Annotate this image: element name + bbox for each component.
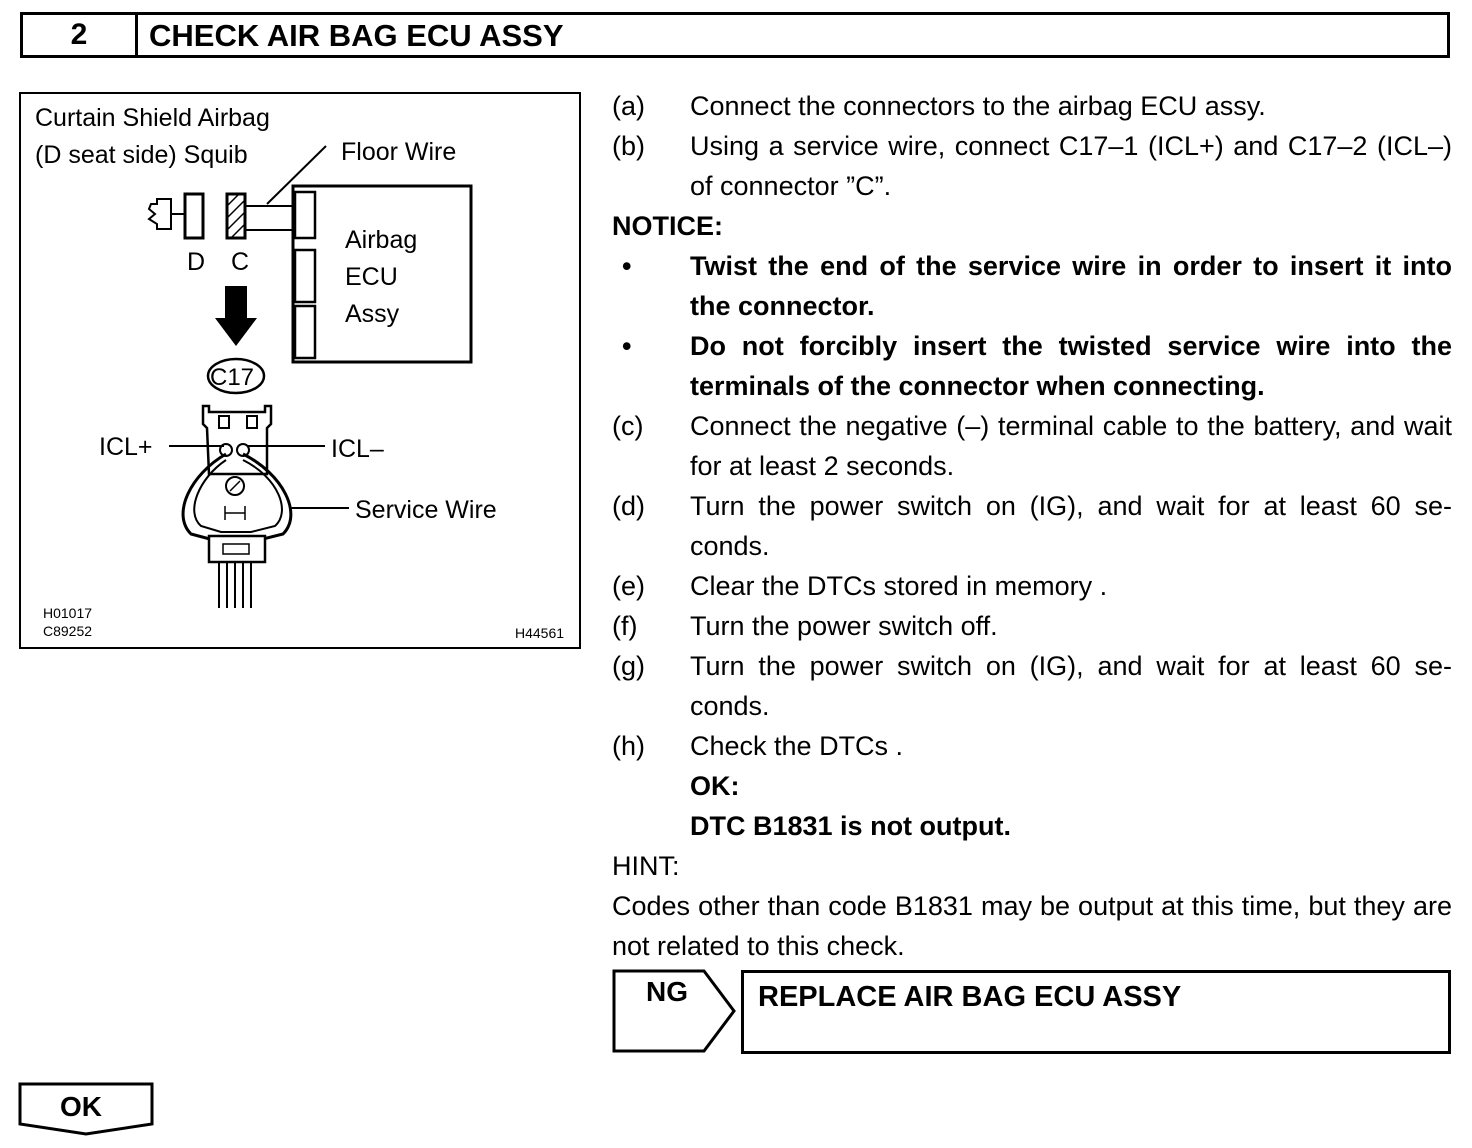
step-text: Turn the power switch on (IG), and wait … [690, 651, 1452, 721]
step-label: (d) [612, 491, 645, 521]
connector-c-label: C [231, 248, 249, 276]
step-c: (c) Connect the negative (–) terminal ca… [612, 406, 1452, 486]
step-text: Clear the DTCs stored in memory . [690, 571, 1108, 601]
step-label: (h) [612, 731, 645, 761]
ref-code-1: H01017 [43, 605, 92, 621]
squib-label-line2: (D seat side) Squib [35, 141, 248, 169]
ng-action-box: REPLACE AIR BAG ECU ASSY [741, 970, 1451, 1054]
ng-action-text: REPLACE AIR BAG ECU ASSY [758, 981, 1182, 1013]
floor-wire-label: Floor Wire [341, 138, 456, 166]
ref-code-3: H44561 [515, 625, 564, 641]
ref-code-2: C89252 [43, 623, 92, 639]
step-label: (c) [612, 411, 644, 441]
step-b: (b) Using a service wire, connect C17–1 … [612, 126, 1452, 206]
bullet: • [622, 331, 632, 361]
ecu-label-line2: ECU [345, 263, 398, 291]
connector-id-label: C17 [210, 364, 254, 391]
step-label: (e) [612, 571, 645, 601]
icl-plus-label: ICL+ [99, 433, 153, 461]
notice-item: • Do not forcibly insert the twisted ser… [612, 326, 1452, 406]
step-label: (b) [612, 131, 645, 161]
step-g: (g) Turn the power switch on (IG), and w… [612, 646, 1452, 726]
step-text: Connect the negative (–) terminal cable … [690, 411, 1452, 481]
step-label: (a) [612, 91, 645, 121]
step-text: Turn the power switch on (IG), and wait … [690, 491, 1452, 561]
step-number: 2 [23, 15, 138, 55]
step-text: Using a service wire, connect C17–1 (ICL… [690, 131, 1452, 201]
notice-title: NOTICE: [612, 211, 723, 241]
squib-label-line1: Curtain Shield Airbag [35, 104, 270, 132]
hint-text: Codes other than code B1831 may be outpu… [612, 891, 1452, 961]
ok-label: OK [60, 1091, 102, 1122]
icl-minus-label: ICL– [331, 435, 384, 463]
step-text: Turn the power switch off. [690, 611, 998, 641]
ecu-label-line3: Assy [345, 300, 400, 328]
notice-item: • Twist the end of the service wire in o… [612, 246, 1452, 326]
hint-title: HINT: [612, 851, 680, 881]
step-f: (f) Turn the power switch off. [612, 606, 1452, 646]
step-h: (h) Check the DTCs . [612, 726, 1452, 766]
ecu-label-line1: Airbag [345, 226, 417, 254]
connector-d-label: D [187, 248, 205, 276]
step-title: CHECK AIR BAG ECU ASSY [149, 18, 564, 53]
step-e: (e) Clear the DTCs stored in memory . [612, 566, 1452, 606]
step-text: Connect the connectors to the airbag ECU… [690, 91, 1266, 121]
step-text: Check the DTCs . [690, 731, 904, 761]
connector-diagram: Curtain Shield Airbag (D seat side) Squi… [19, 92, 581, 649]
procedure-steps: (a) Connect the connectors to the airbag… [612, 86, 1452, 966]
ng-label: NG [646, 976, 688, 1007]
step-d: (d) Turn the power switch on (IG), and w… [612, 486, 1452, 566]
step-header: 2 CHECK AIR BAG ECU ASSY [20, 12, 1450, 58]
notice-text: Twist the end of the service wire in ord… [690, 251, 1452, 321]
step-label: (f) [612, 611, 638, 641]
ok-title: OK: [690, 771, 740, 801]
step-label: (g) [612, 651, 645, 681]
notice-text: Do not forcibly insert the twisted servi… [690, 331, 1452, 401]
ok-criteria: DTC B1831 is not output. [690, 811, 1012, 841]
step-a: (a) Connect the connectors to the airbag… [612, 86, 1452, 126]
service-wire-label: Service Wire [355, 496, 497, 524]
bullet: • [622, 251, 632, 281]
